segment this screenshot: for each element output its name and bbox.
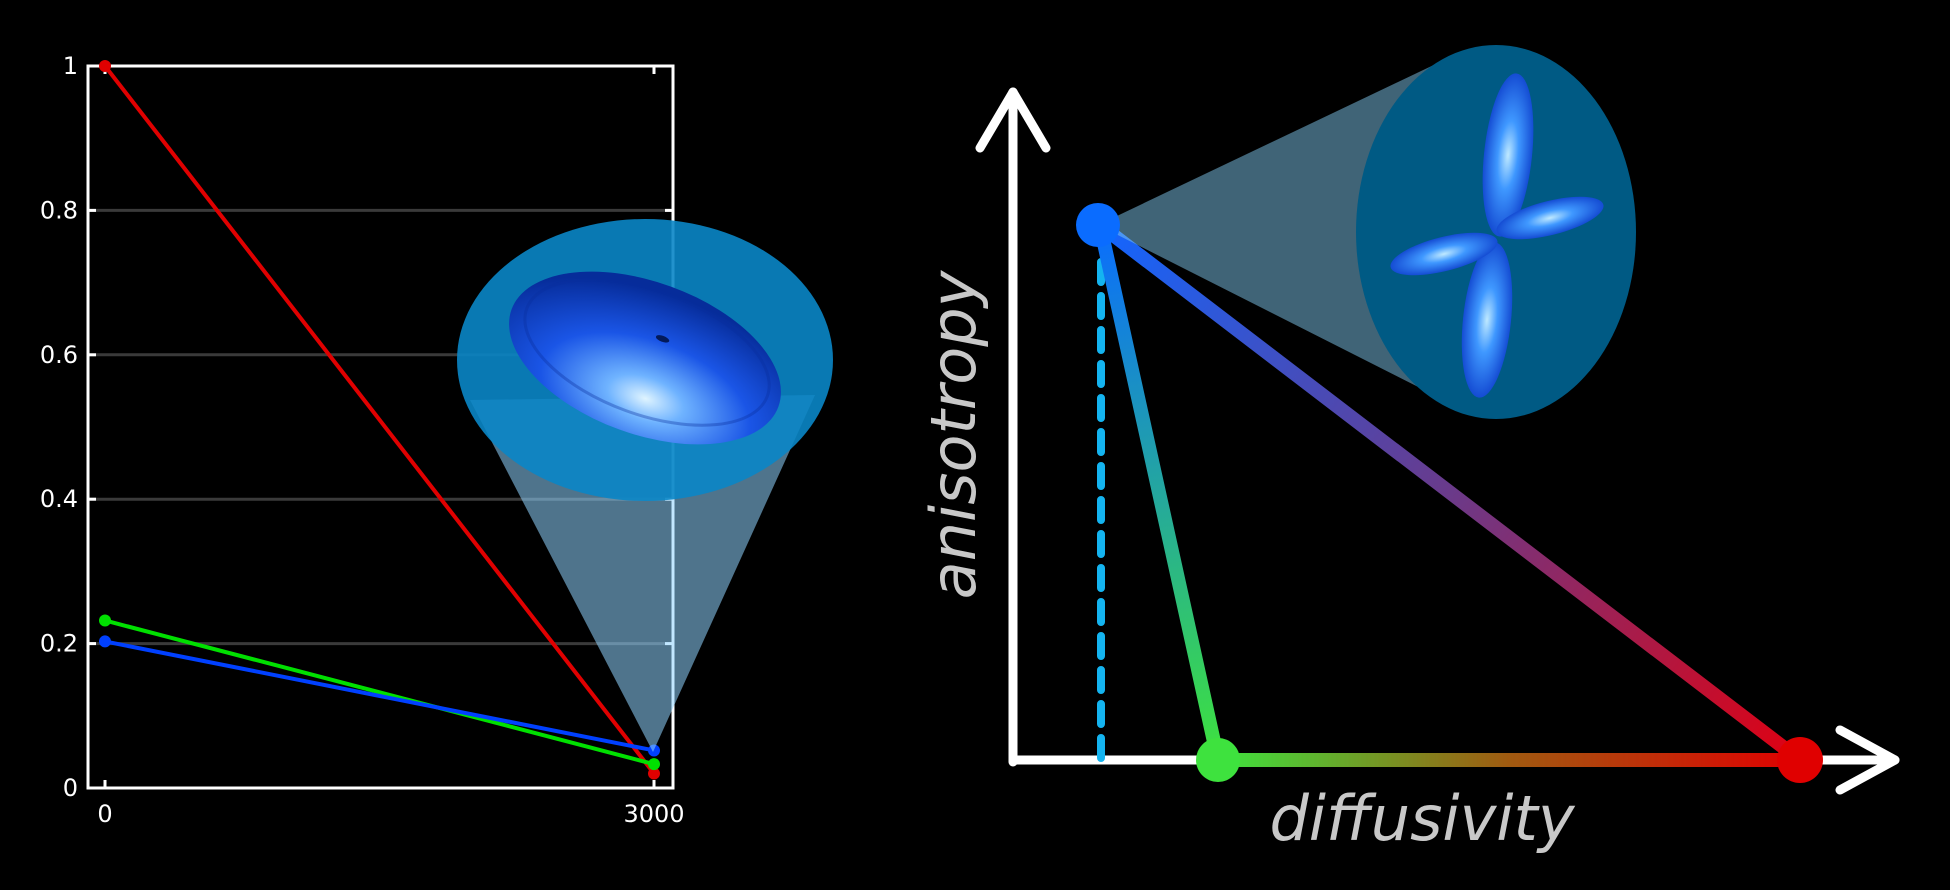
- y-tick-label: 0.2: [40, 630, 78, 658]
- series-point: [648, 767, 660, 780]
- y-tick-label: 1: [63, 52, 78, 80]
- y-axis-title: anisotropy: [917, 269, 990, 599]
- series-point: [99, 635, 111, 648]
- series-point: [99, 60, 111, 72]
- line-chart: 0 0.2 0.4 0.6 0.8 1 0 3000: [40, 52, 833, 828]
- x-tick-label: 3000: [623, 800, 684, 828]
- y-tick-label: 0.4: [40, 485, 78, 513]
- series-line: [103, 64, 656, 775]
- y-tick-label: 0.6: [40, 341, 78, 369]
- x-tick-label: 0: [97, 800, 112, 828]
- x-axis-arrowhead: [1835, 725, 1900, 795]
- edge-anisotropy-to-low-diffusivity: [1093, 218, 1225, 767]
- series-line: [104, 639, 655, 753]
- high-anisotropy-node: [1076, 203, 1120, 247]
- y-tick-label: 0: [63, 774, 78, 802]
- oblate-disc-glyph: [509, 271, 781, 445]
- chart-ticks: 0 0.2 0.4 0.6 0.8 1 0 3000: [40, 52, 685, 828]
- diagram-magnifier: [1098, 45, 1636, 419]
- triangle-diagram: diffusivity anisotropy: [917, 45, 1900, 855]
- edge-anisotropy-to-high-diffusivity: [1093, 218, 1807, 767]
- series-point: [648, 758, 660, 771]
- diagram-magnifier-cone: [1098, 62, 1440, 398]
- high-diffusivity-node: [1777, 737, 1823, 783]
- series-line: [104, 618, 655, 767]
- y-axis-arrowhead: [975, 87, 1051, 153]
- y-tick-label: 0.8: [40, 196, 78, 224]
- magnifier-inset: [457, 219, 833, 752]
- series-point: [99, 614, 111, 627]
- x-axis-title: diffusivity: [1269, 782, 1575, 855]
- chart-series: [99, 60, 660, 780]
- crossing-fiber-glyph: [1390, 73, 1604, 398]
- low-diffusivity-node: [1196, 738, 1240, 782]
